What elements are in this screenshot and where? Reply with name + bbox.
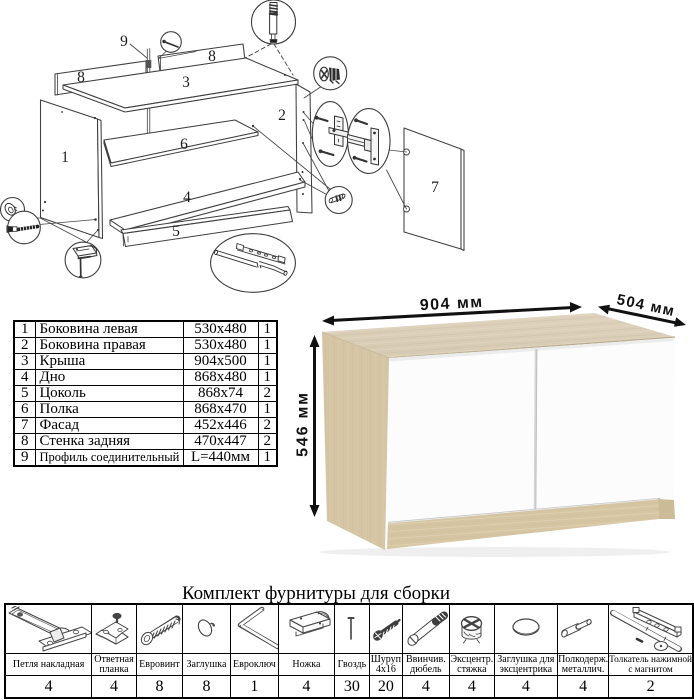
svg-text:8: 8	[208, 48, 216, 65]
svg-text:9: 9	[120, 33, 128, 50]
svg-text:6: 6	[180, 136, 188, 153]
svg-text:546 мм: 546 мм	[295, 391, 312, 457]
svg-text:5: 5	[172, 223, 180, 240]
svg-text:904 мм: 904 мм	[419, 294, 484, 315]
svg-text:2: 2	[278, 107, 286, 124]
svg-text:7: 7	[431, 179, 439, 196]
svg-text:4: 4	[183, 189, 191, 206]
svg-text:8: 8	[77, 69, 85, 86]
svg-text:3: 3	[182, 74, 190, 91]
svg-text:1: 1	[61, 149, 69, 166]
